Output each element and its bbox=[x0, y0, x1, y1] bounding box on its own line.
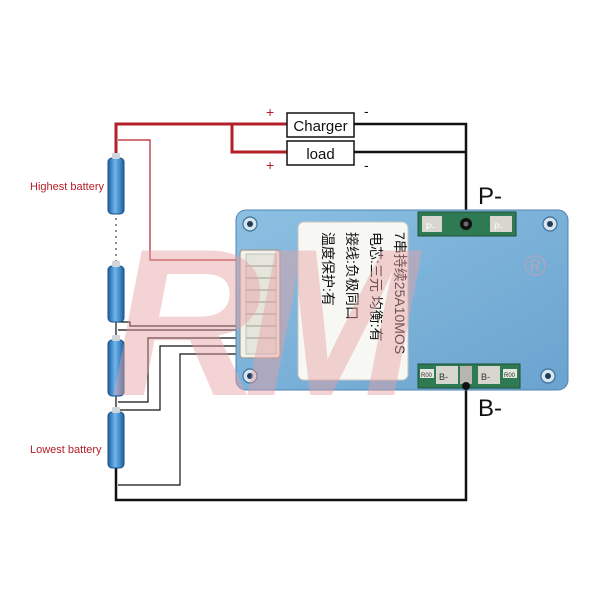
balance-connector bbox=[239, 249, 281, 359]
p-minus-pad-label-right: P- bbox=[494, 222, 503, 232]
battery-cell-1 bbox=[107, 153, 125, 215]
balance-wire-top bbox=[118, 139, 242, 261]
load-positive-wire bbox=[230, 124, 287, 154]
lowest-battery-label: Lowest battery bbox=[30, 444, 102, 456]
pack-positive-wire bbox=[114, 122, 287, 158]
load-plus-sign: + bbox=[266, 157, 274, 173]
battery-cell-2 bbox=[107, 261, 125, 323]
p-minus-pad-strip: P- P- bbox=[417, 211, 517, 237]
b-minus-wire bbox=[114, 388, 468, 502]
mounting-holes bbox=[242, 216, 558, 384]
b-minus-pad-label-left: B- bbox=[439, 372, 448, 382]
sticker-line-4: 温度保护:有 bbox=[320, 232, 336, 306]
spec-sticker: 7串持续25A10MOS 电芯:三元 均衡:有 接线:负极同口 温度保护:有 bbox=[297, 221, 409, 381]
battery-cell-4 bbox=[107, 407, 125, 469]
bms-board: P- P- R00 R00 B- B- bbox=[235, 209, 569, 391]
battery-cell-3 bbox=[107, 335, 125, 397]
charger-negative-wire bbox=[354, 122, 468, 212]
highest-battery-label: Highest battery bbox=[30, 181, 104, 193]
sticker-line-3: 接线:负极同口 bbox=[344, 232, 360, 320]
sticker-line-2: 电芯:三元 均衡:有 bbox=[368, 232, 384, 342]
charger-terminal: Charger + - bbox=[266, 103, 369, 138]
p-minus-pad-label-left: P- bbox=[426, 222, 435, 232]
load-terminal: load + - bbox=[266, 140, 369, 173]
watermark-text: RM bbox=[110, 205, 423, 440]
positive-wires bbox=[114, 122, 287, 158]
charger-minus-sign: - bbox=[364, 103, 369, 119]
b-minus-label: B- bbox=[478, 395, 502, 422]
charger-label: Charger bbox=[293, 118, 347, 135]
negative-wires bbox=[114, 122, 468, 502]
balance-wires bbox=[118, 321, 242, 486]
p-minus-label: P- bbox=[478, 183, 502, 210]
sticker-line-1: 7串持续25A10MOS bbox=[392, 232, 408, 354]
load-label: load bbox=[306, 146, 334, 163]
resistor-label-left: R00 bbox=[421, 373, 433, 379]
battery-stack bbox=[107, 153, 125, 469]
watermark-logo: RM ® bbox=[110, 205, 546, 440]
charger-plus-sign: + bbox=[266, 104, 274, 120]
b-minus-pad-strip: R00 R00 B- B- bbox=[417, 363, 521, 390]
registered-mark: ® bbox=[524, 250, 546, 283]
resistor-label-right: R00 bbox=[504, 373, 516, 379]
b-minus-pad-label-right: B- bbox=[481, 372, 490, 382]
load-minus-sign: - bbox=[364, 157, 369, 173]
